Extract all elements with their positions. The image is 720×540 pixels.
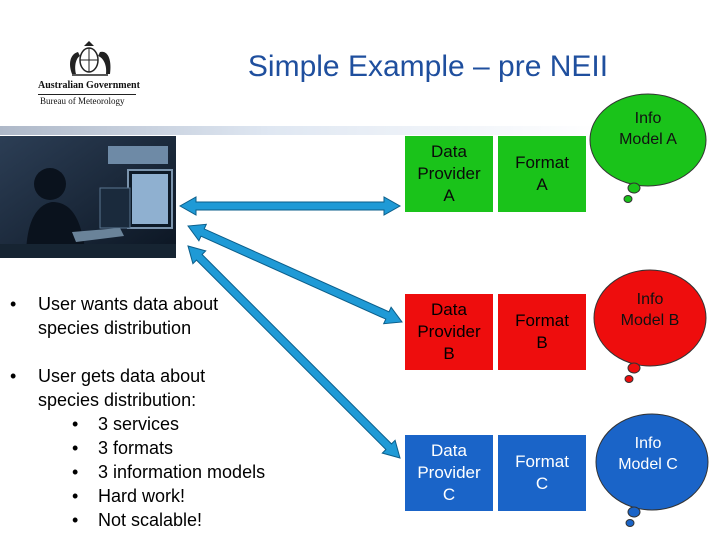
info-model-b-bubble <box>593 269 707 383</box>
info-model-a-label: Info Model A <box>619 110 677 148</box>
sub-bullet-hard-work: Hard work! <box>98 486 186 506</box>
australian-government-logo: Australian Government Bureau of Meteorol… <box>36 40 140 110</box>
format-b-box: Format B <box>498 294 586 370</box>
bullet-text-line: User wants data about <box>38 294 219 314</box>
format-c-box: Format C <box>498 435 586 511</box>
sub-bullet-marker: • <box>72 486 79 506</box>
sub-bullet-marker: • <box>72 438 79 458</box>
format-a-box: Format A <box>498 136 586 212</box>
title-divider <box>0 126 600 135</box>
arrow-user-provider-c <box>187 245 401 459</box>
bullet-text-line: User gets data about <box>38 366 206 386</box>
arrow-user-provider-b <box>187 223 403 325</box>
arrow-user-provider-a <box>178 196 402 216</box>
sub-bullet-marker: • <box>72 414 79 434</box>
sub-bullet-formats: 3 formats <box>98 438 174 458</box>
data-provider-c-box: Data Provider C <box>405 435 493 511</box>
sub-bullet-models: 3 information models <box>98 462 266 482</box>
bullet-text-line: species distribution: <box>38 390 197 410</box>
info-model-c-label: Info Model C <box>618 435 678 473</box>
sub-bullet-marker: • <box>72 462 79 482</box>
bullet-marker: • <box>10 294 17 314</box>
info-model-b-label: Info Model B <box>620 291 680 329</box>
sub-bullet-not-scalable: Not scalable! <box>98 510 203 530</box>
coat-of-arms-icon <box>70 41 111 76</box>
slide-title: Simple Example – pre NEII <box>247 50 609 83</box>
data-provider-b-box: Data Provider B <box>405 294 493 370</box>
sub-bullet-services: 3 services <box>98 414 180 434</box>
logo-text-government: Australian Government <box>38 80 140 91</box>
sub-bullet-marker: • <box>72 510 79 530</box>
data-provider-a-box: Data Provider A <box>405 136 493 212</box>
info-model-a-bubble <box>589 93 707 203</box>
user-at-computer-photo <box>0 136 176 258</box>
info-model-c-bubble <box>595 413 709 527</box>
bullet-text-line: species distribution <box>38 318 192 338</box>
bullet-marker: • <box>10 366 17 386</box>
logo-text-bureau: Bureau of Meteorology <box>40 96 125 106</box>
logo-divider <box>38 94 136 95</box>
